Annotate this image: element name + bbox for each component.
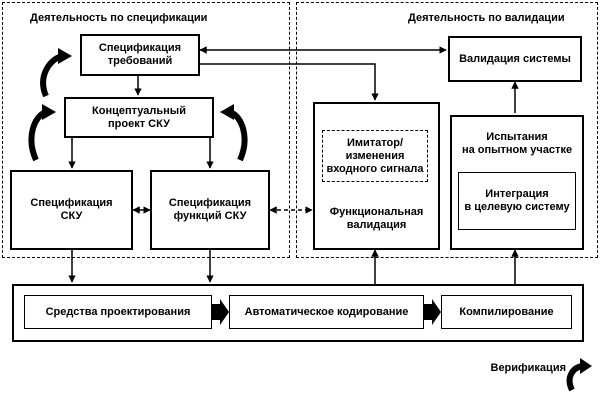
arrow-req-to-funcvalid bbox=[200, 63, 379, 101]
system-validation-box: Валидация системы bbox=[448, 36, 582, 82]
concept-design-box: Концептуальный проект СКУ bbox=[64, 97, 214, 138]
validation-activity-title: Деятельность по валидации bbox=[408, 12, 565, 24]
field-test-label: Испытания на опытном участке bbox=[461, 131, 573, 156]
validation-activity-region bbox=[296, 2, 598, 258]
arrow-auto-to-compile bbox=[424, 299, 441, 325]
simulator-box: Имитатор/ изменения входного сигнала bbox=[322, 130, 428, 182]
integration-box: Интеграция в целевую систему bbox=[458, 172, 576, 230]
compile-box: Компилирование bbox=[441, 295, 572, 329]
sku-spec-box: Спецификация СКУ bbox=[10, 170, 133, 250]
spec-activity-region bbox=[2, 2, 290, 258]
functional-validation-label: Функциональная валидация bbox=[329, 206, 424, 231]
verification-legend-curve bbox=[566, 363, 583, 392]
requirements-spec-box: Спецификация требований bbox=[80, 34, 200, 76]
verification-legend-label: Верификация bbox=[490, 362, 567, 374]
field-test-box: Испытания на опытном участке bbox=[450, 115, 584, 250]
verification-legend-arrowhead bbox=[580, 358, 592, 374]
design-tools-box: Средства проектирования bbox=[24, 295, 212, 329]
function-spec-box: Спецификация функций СКУ bbox=[150, 170, 270, 250]
verification-arrowhead-left-top bbox=[58, 48, 72, 64]
arrow-design-to-auto bbox=[212, 299, 229, 325]
verification-arrowhead-right-mid bbox=[220, 104, 234, 120]
auto-coding-box: Автоматическое кодирование bbox=[229, 295, 424, 329]
process-frame bbox=[12, 284, 584, 342]
verification-arrowhead-left-mid bbox=[42, 104, 56, 120]
functional-validation-box: Функциональная валидация bbox=[313, 102, 440, 250]
spec-activity-title: Деятельность по спецификации bbox=[30, 12, 208, 24]
